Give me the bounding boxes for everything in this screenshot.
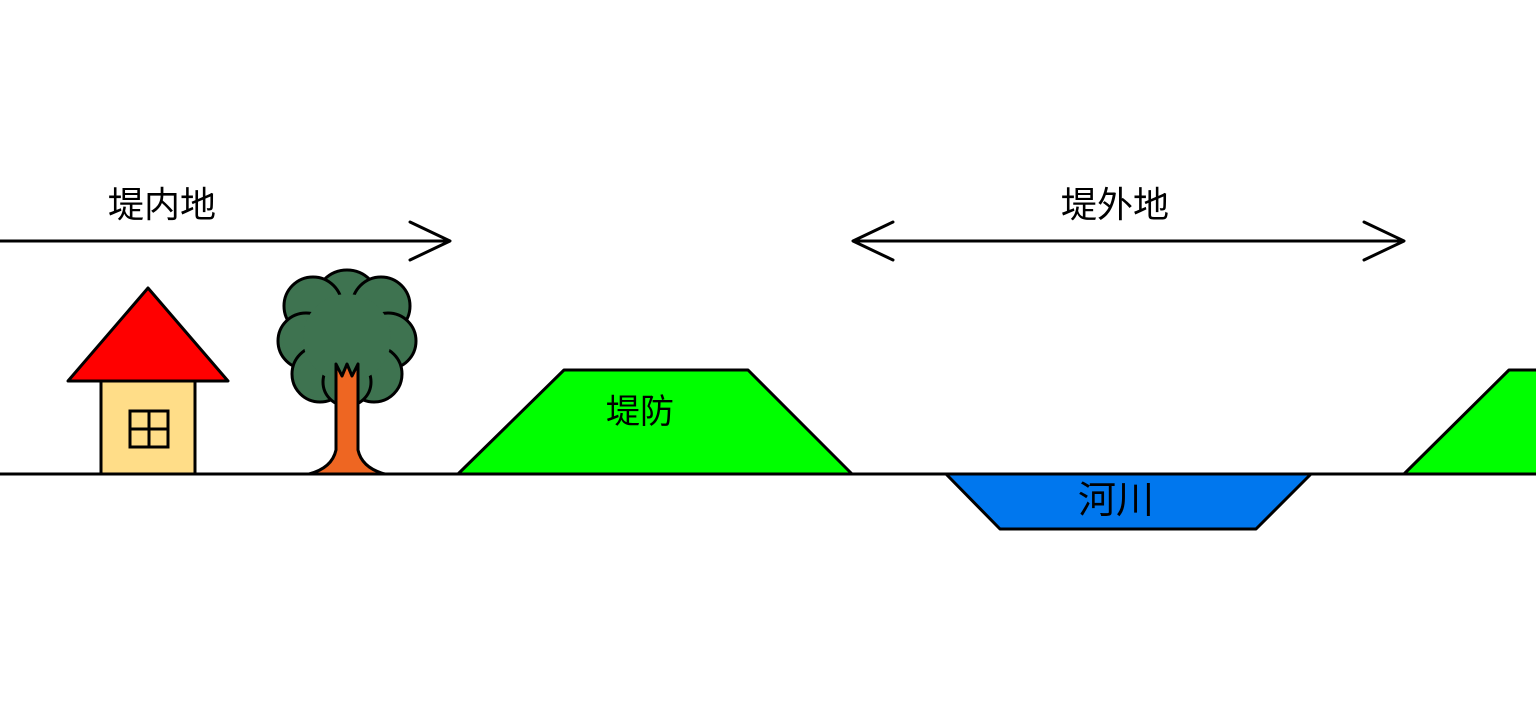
levee-label: 堤防 [606,392,674,432]
tree-icon [276,268,418,476]
house-window [128,409,170,449]
river-side-area-arrow [851,220,1406,262]
tree-trunk [307,362,387,476]
river-side-area-label: 堤外地 [1061,185,1170,226]
river-channel [944,472,1313,531]
house-roof [66,286,230,383]
opposite-levee [1402,368,1536,476]
house-icon [66,286,230,476]
levee [456,368,854,476]
inland-area-arrow [0,220,452,262]
inland-area-label: 堤内地 [108,185,217,226]
river-label: 河川 [1078,478,1155,522]
